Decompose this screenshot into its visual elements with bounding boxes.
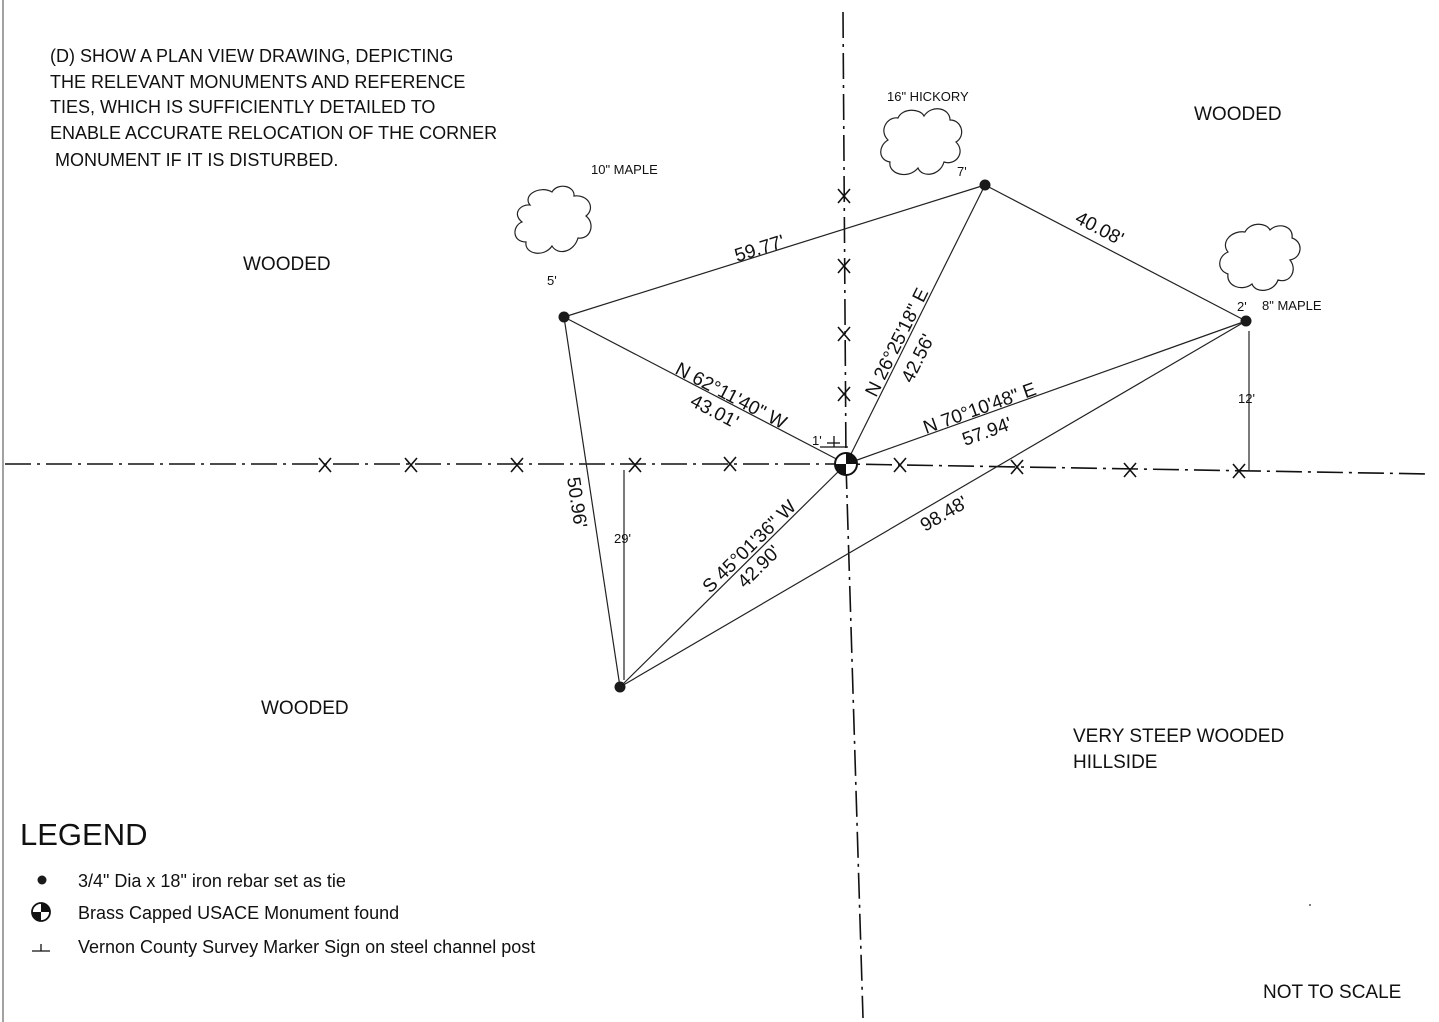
area-label-wooded-ne: WOODED [1194, 104, 1282, 125]
distance-label-5-7: 59.77' [732, 231, 787, 266]
hickory-tree-icon [880, 108, 963, 176]
legend-title: LEGEND [20, 817, 147, 852]
tie-monument-to-5 [563, 316, 847, 465]
fence-x-marker [318, 457, 332, 473]
legend-item-monument: Brass Capped USACE Monument found [78, 903, 399, 923]
fence-x-marker [1232, 463, 1246, 479]
offset-label-7: 7' [957, 164, 967, 179]
east-west-line [5, 463, 1431, 475]
offset-label-5: 5' [547, 273, 557, 288]
legend-item-rebar: 3/4" Dia x 18" iron rebar set as tie [78, 871, 346, 891]
fence-x-marker [837, 386, 851, 402]
fence-x-marker [404, 457, 418, 473]
tree-label-hickory-16: 16" HICKORY [887, 89, 969, 104]
area-label-wooded-sw: WOODED [261, 698, 349, 719]
fence-x-marker [1010, 459, 1024, 475]
trees [514, 108, 1301, 291]
maple-tree-icon [1219, 223, 1301, 291]
fence-markers [318, 188, 1246, 479]
tree-label-maple-10: 10" MAPLE [591, 162, 658, 177]
tie-5-to-7 [563, 184, 986, 318]
tie-sw-to-2 [619, 320, 1247, 688]
north-south-line [842, 11, 864, 1019]
maple-tree-icon [514, 185, 592, 254]
note-line-2: THE RELEVANT MONUMENTS AND REFERENCE [50, 72, 465, 92]
area-label-wooded-nw: WOODED [243, 254, 331, 275]
rebar-tie-point [979, 179, 991, 191]
survey-sign-icon [32, 944, 50, 952]
rebar-tie-point [1240, 315, 1252, 327]
distance-label-9848: 98.48' [917, 492, 972, 536]
tie-monument-to-sw [619, 463, 847, 688]
speck [1309, 904, 1311, 906]
reference-points [558, 179, 1252, 693]
fence-x-marker [1123, 462, 1137, 478]
distance-label-7-2: 40.08' [1072, 208, 1127, 250]
area-label-hillside-1: VERY STEEP WOODED [1073, 726, 1284, 747]
offset-label-2: 2' [1237, 299, 1247, 314]
area-label-hillside-2: HILLSIDE [1073, 752, 1157, 773]
rebar-dot-icon [37, 875, 47, 885]
tie-5-to-sw [563, 316, 621, 688]
legend: LEGEND 3/4" Dia x 18" iron rebar set as … [20, 817, 535, 957]
tie-7-to-2 [984, 184, 1247, 322]
rebar-tie-point [614, 681, 626, 693]
rebar-tie-point [558, 311, 570, 323]
fence-x-marker [510, 457, 524, 473]
offset-label-sign: 1' [812, 433, 822, 448]
survey-sign-marker [820, 436, 848, 448]
tie-monument-to-2 [845, 320, 1247, 465]
offset-label-12: 12' [1238, 391, 1255, 406]
note-line-4: ENABLE ACCURATE RELOCATION OF THE CORNER [50, 123, 497, 143]
fence-x-marker [837, 326, 851, 342]
brass-monument-icon [31, 902, 51, 922]
fence-x-marker [628, 457, 642, 473]
distance-label-5096: 50.96' [562, 476, 590, 530]
tie-lines [563, 184, 1250, 688]
fence-x-marker [837, 258, 851, 274]
legend-item-sign: Vernon County Survey Marker Sign on stee… [78, 937, 535, 957]
note-line-5: MONUMENT IF IT IS DISTURBED. [50, 150, 338, 170]
note-line-3: TIES, WHICH IS SUFFICIENTLY DETAILED TO [50, 97, 435, 117]
note-line-1: (D) SHOW A PLAN VIEW DRAWING, DEPICTING [50, 46, 453, 66]
fence-x-marker [837, 188, 851, 204]
instruction-note: (D) SHOW A PLAN VIEW DRAWING, DEPICTING … [50, 46, 497, 170]
scale-note: NOT TO SCALE [1263, 982, 1401, 1003]
offset-label-29: 29' [614, 531, 631, 546]
tree-label-maple-8: 8" MAPLE [1262, 298, 1322, 313]
fence-x-marker [723, 456, 737, 472]
fence-x-marker [893, 457, 907, 473]
brass-monument-icon [834, 452, 858, 476]
tie-monument-to-7 [845, 184, 986, 465]
